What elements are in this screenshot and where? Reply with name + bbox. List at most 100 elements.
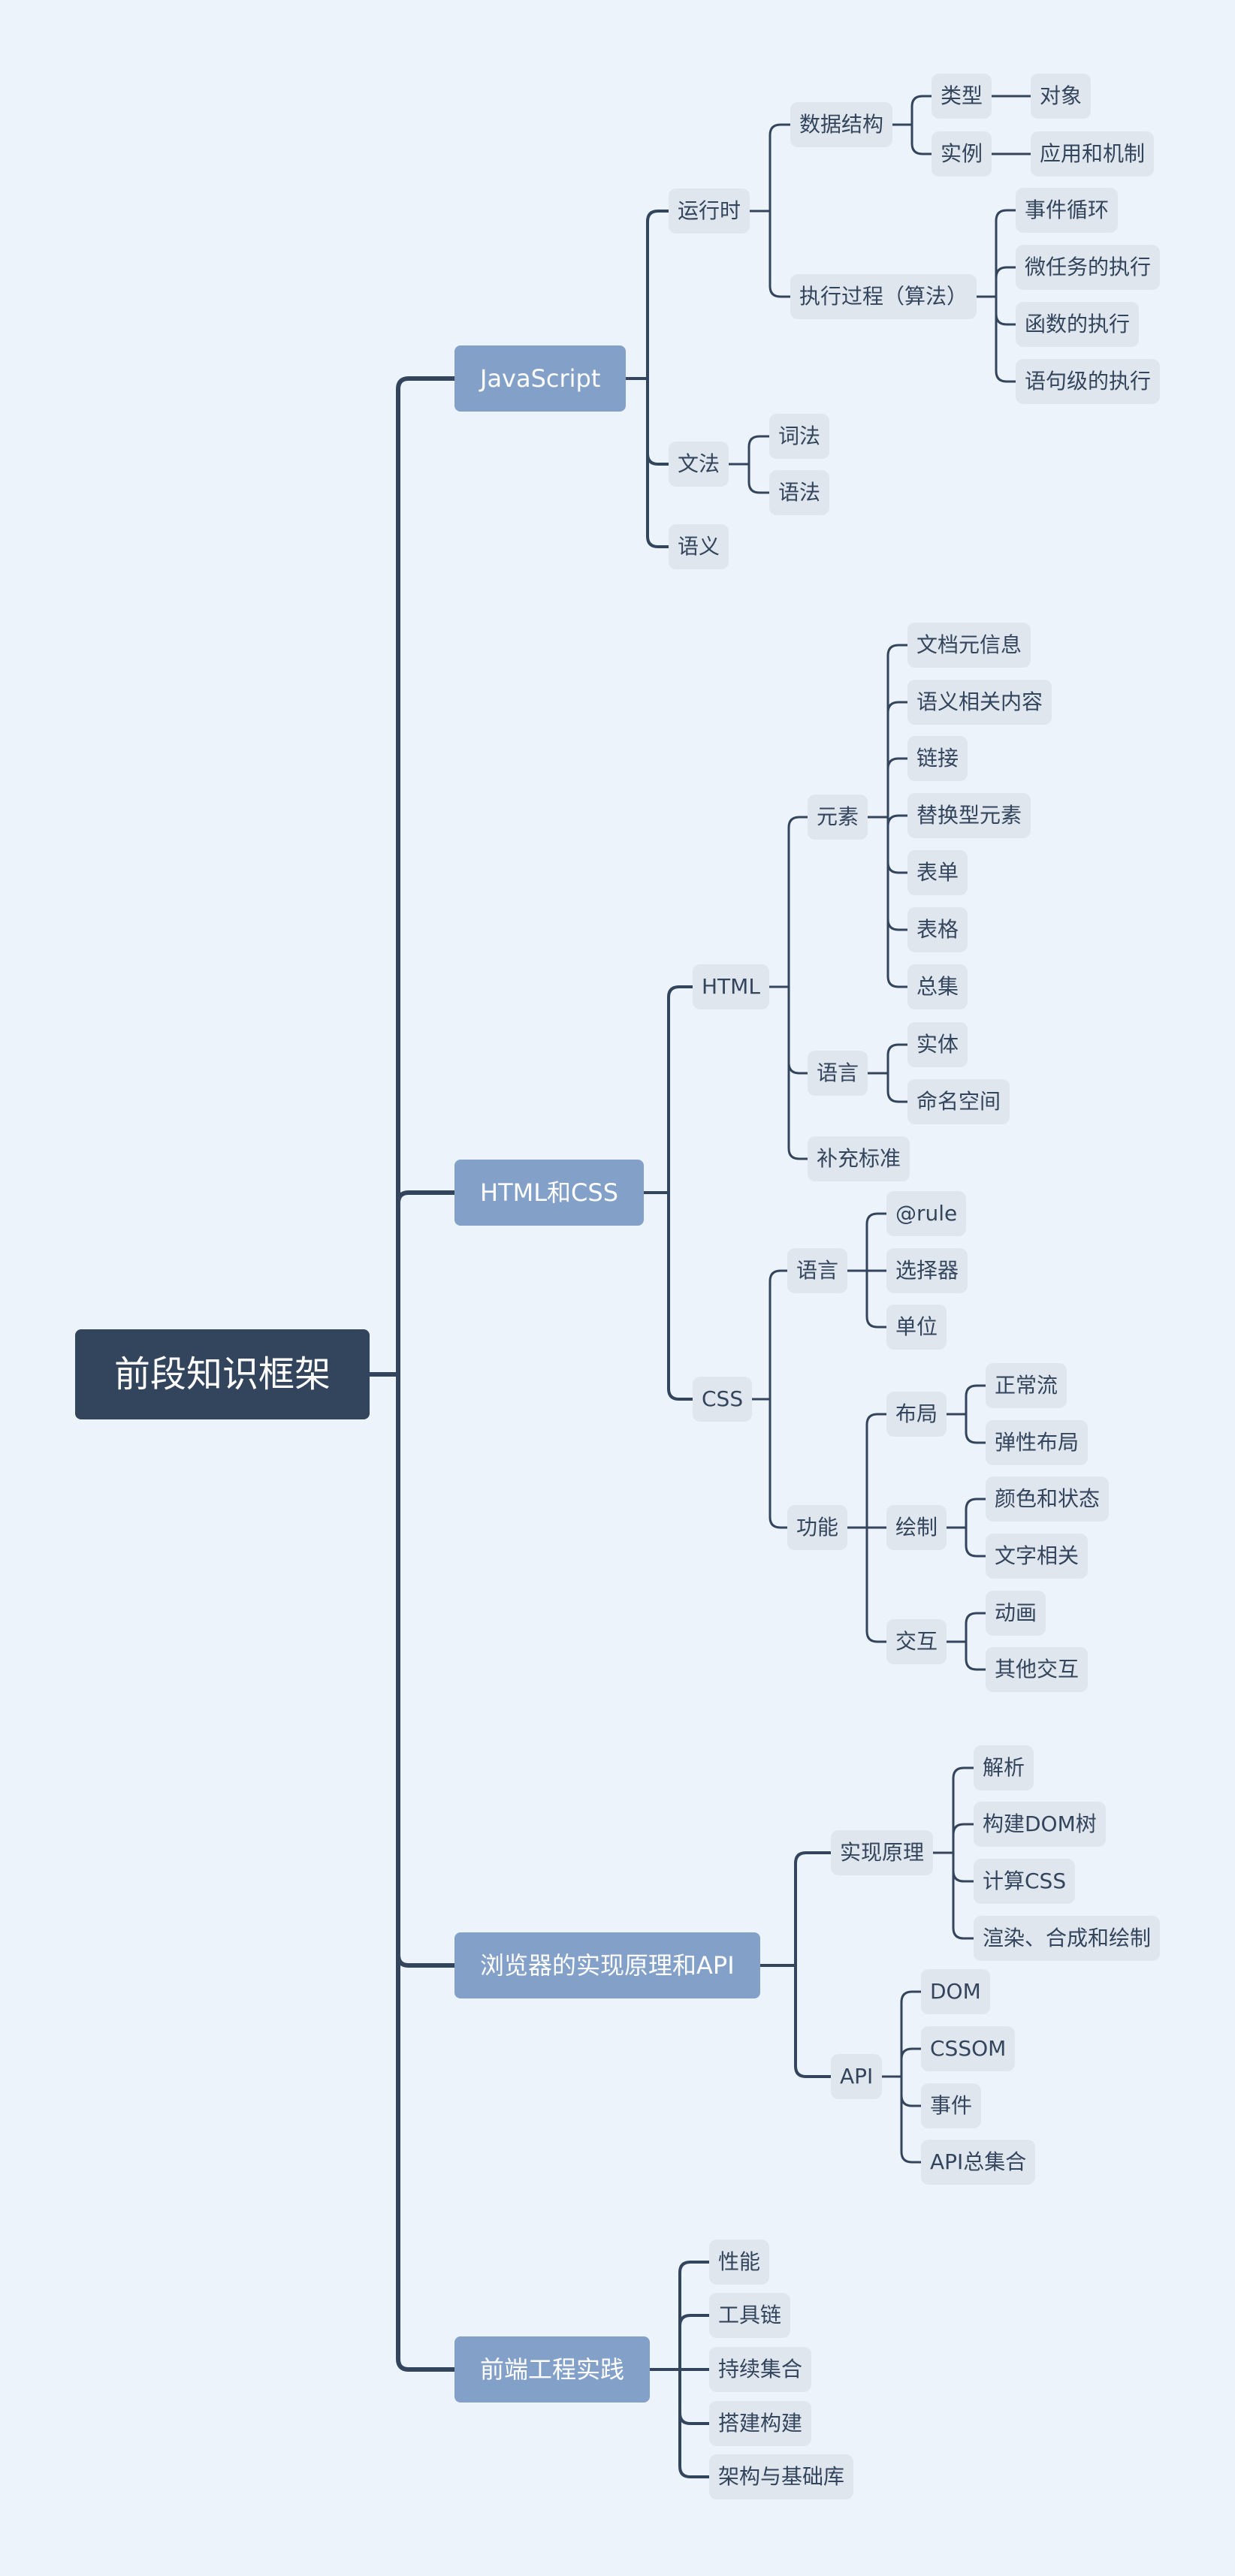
connector: [768, 1269, 789, 1401]
connector: [747, 463, 771, 494]
subtopic[interactable]: @rule: [886, 1191, 967, 1236]
subtopic[interactable]: 事件循环: [1016, 188, 1119, 233]
connector: [952, 1766, 975, 1854]
subtopic[interactable]: 总集: [907, 964, 968, 1009]
connector: [787, 985, 809, 1160]
root-topic[interactable]: 前段知识框架: [75, 1329, 370, 1419]
subtopic[interactable]: 类型: [932, 74, 992, 119]
subtopic[interactable]: 文法: [669, 442, 729, 487]
connector: [865, 1413, 888, 1529]
subtopic[interactable]: CSSOM: [921, 2026, 1016, 2071]
subtopic[interactable]: 功能: [787, 1505, 848, 1550]
connector: [396, 1190, 457, 1377]
main-topic[interactable]: HTML和CSS: [454, 1160, 645, 1226]
main-topic[interactable]: 浏览器的实现原理和API: [454, 1932, 760, 1998]
subtopic[interactable]: 语言: [787, 1248, 848, 1293]
connector: [965, 1640, 987, 1671]
subtopic[interactable]: 交互: [886, 1619, 947, 1664]
subtopic[interactable]: 链接: [907, 736, 968, 781]
connector: [965, 1612, 987, 1643]
subtopic[interactable]: 计算CSS: [974, 1859, 1076, 1904]
subtopic[interactable]: 解析: [974, 1745, 1034, 1790]
subtopic[interactable]: 架构与基础库: [709, 2454, 854, 2499]
subtopic[interactable]: 元素: [808, 795, 868, 840]
subtopic[interactable]: API总集合: [921, 2140, 1036, 2185]
subtopic[interactable]: 运行时: [669, 189, 750, 234]
subtopic[interactable]: 语言: [808, 1051, 868, 1096]
subtopic[interactable]: 语义相关内容: [907, 680, 1052, 725]
connector: [952, 1823, 975, 1854]
subtopic[interactable]: 持续集合: [709, 2347, 812, 2392]
subtopic[interactable]: 表单: [907, 850, 968, 895]
subtopic[interactable]: HTML: [693, 964, 769, 1009]
connector: [646, 210, 670, 380]
connector: [865, 1212, 888, 1272]
connector: [965, 1498, 987, 1529]
connector: [747, 435, 771, 466]
subtopic[interactable]: 工具链: [709, 2293, 791, 2338]
subtopic[interactable]: 绘制: [886, 1505, 947, 1550]
connector: [396, 1372, 457, 2372]
subtopic[interactable]: 其他交互: [986, 1647, 1089, 1692]
subtopic[interactable]: 命名空间: [907, 1079, 1010, 1124]
subtopic[interactable]: 弹性布局: [986, 1420, 1089, 1465]
connector: [995, 209, 1017, 298]
subtopic[interactable]: 补充标准: [808, 1136, 910, 1181]
subtopic[interactable]: 微任务的执行: [1016, 245, 1161, 290]
subtopic[interactable]: CSS: [693, 1377, 753, 1422]
subtopic[interactable]: API: [831, 2054, 883, 2099]
subtopic[interactable]: 替换型元素: [907, 793, 1031, 838]
subtopic[interactable]: 实现原理: [831, 1830, 934, 1875]
main-topic[interactable]: 前端工程实践: [454, 2336, 651, 2403]
subtopic[interactable]: 执行过程（算法）: [790, 274, 977, 319]
connector: [794, 1851, 832, 1967]
subtopic[interactable]: 文档元信息: [907, 623, 1031, 668]
main-topic[interactable]: JavaScript: [454, 345, 627, 412]
subtopic[interactable]: 函数的执行: [1016, 302, 1140, 347]
subtopic[interactable]: 选择器: [886, 1248, 968, 1293]
connector: [995, 295, 1017, 383]
subtopic[interactable]: 单位: [886, 1305, 947, 1350]
subtopic[interactable]: 表格: [907, 907, 968, 952]
subtopic[interactable]: 渲染、合成和绘制: [974, 1916, 1161, 1961]
subtopic[interactable]: DOM: [921, 1969, 990, 2014]
connector: [886, 814, 909, 827]
subtopic[interactable]: 实体: [907, 1022, 968, 1067]
connector: [900, 2075, 922, 2107]
connector: [886, 816, 909, 874]
subtopic[interactable]: 文字相关: [986, 1534, 1089, 1579]
subtopic[interactable]: 搭建构建: [709, 2401, 812, 2446]
subtopic[interactable]: 语义: [669, 524, 729, 569]
subtopic[interactable]: 应用和机制: [1031, 131, 1155, 176]
subtopic[interactable]: 颜色和状态: [986, 1477, 1110, 1522]
connector: [865, 1526, 888, 1643]
subtopic[interactable]: 实例: [932, 131, 992, 176]
subtopic[interactable]: 对象: [1031, 74, 1092, 119]
connector: [886, 816, 909, 988]
subtopic[interactable]: 性能: [709, 2240, 770, 2285]
connector: [900, 2047, 922, 2078]
connector: [965, 1526, 987, 1558]
subtopic[interactable]: 事件: [921, 2083, 982, 2128]
connector: [667, 1191, 694, 1401]
subtopic[interactable]: 数据结构: [790, 102, 893, 147]
connector: [646, 377, 670, 548]
connector: [952, 1851, 975, 1940]
connector: [965, 1413, 987, 1444]
subtopic[interactable]: 语法: [769, 470, 830, 515]
connector: [667, 985, 694, 1194]
subtopic[interactable]: 布局: [886, 1392, 947, 1437]
connector: [768, 1398, 789, 1529]
connector: [995, 295, 1017, 326]
subtopic[interactable]: 正常流: [986, 1363, 1067, 1408]
subtopic[interactable]: 词法: [769, 414, 830, 459]
connector: [787, 985, 809, 1075]
subtopic[interactable]: 动画: [986, 1591, 1046, 1636]
connector: [396, 1372, 457, 1968]
subtopic[interactable]: 语句级的执行: [1016, 359, 1161, 404]
connector: [794, 1964, 832, 2078]
subtopic[interactable]: 构建DOM树: [974, 1802, 1106, 1847]
connector: [787, 816, 809, 988]
connector: [900, 1990, 922, 2078]
